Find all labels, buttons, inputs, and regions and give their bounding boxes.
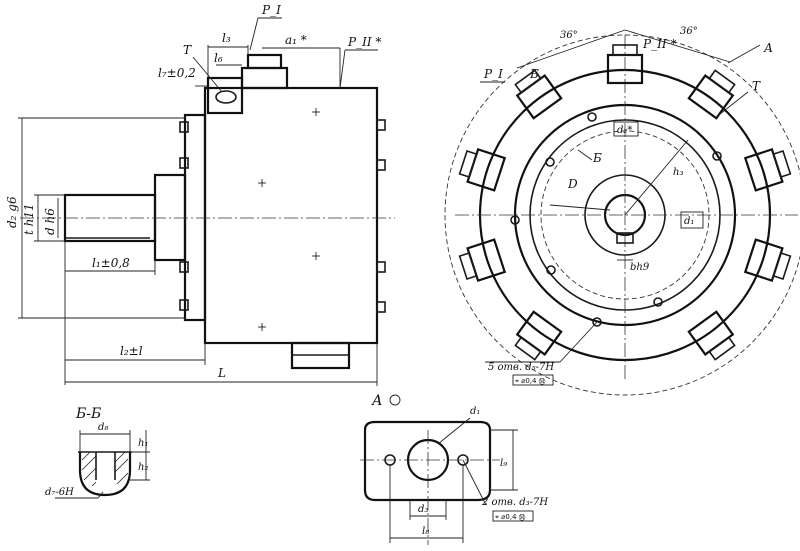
dim-d-h6: d h6 [43, 208, 57, 235]
rotation-symbol [389, 394, 401, 406]
top-connector [240, 66, 289, 90]
bolt-holes [510, 112, 722, 327]
label-B-section: Б [529, 67, 539, 81]
section-hatch [81, 451, 129, 487]
label-view-A: А [763, 41, 773, 55]
radial-connectors [458, 44, 792, 361]
label-T-side: T [183, 43, 192, 57]
dim-h1: h₁ [138, 438, 148, 449]
dim-l1: l₁±0,8 [92, 256, 130, 270]
dim-d1-front: d₁ [684, 216, 694, 227]
hub [153, 173, 187, 262]
dim-d8: d₈ [98, 422, 108, 433]
flange [183, 113, 207, 322]
view-a-title: А [371, 393, 383, 409]
note-2-holes: 2 отв. d₃-7H [481, 497, 548, 508]
label-PII-side: P_II * [347, 35, 381, 49]
front-view: 36° 36° P_II * P_I Б А T d₂* Б D h₃ d₁ b… [444, 26, 800, 396]
dim-bh9: bh9 [630, 262, 650, 273]
view-a: А d₁ l₉ 2 отв. d₃-7H ⌖ ⌀0,4 Ⓜ d₃ l₈ [360, 393, 548, 545]
tolerance-frame-viewA: ⌖ ⌀0,4 Ⓜ [495, 513, 526, 521]
flange-bolts [179, 121, 189, 311]
dim-l2: l₂±l [120, 344, 143, 358]
angle-36-right: 36° [680, 26, 698, 37]
construction-arc [444, 34, 800, 396]
housing-body [203, 86, 379, 345]
side-view: d₂ g6 t h11 d h6 l₁±0,8 l₂±l L l₃ l₆ l₇±… [5, 3, 395, 386]
dim-l9: l₉ [500, 458, 507, 469]
label-T-front: T [752, 79, 761, 93]
section-bb-outline [78, 452, 132, 497]
dim-l8: l₈ [422, 526, 429, 537]
dim-D: D [567, 177, 578, 191]
view-a-plate [363, 420, 492, 502]
center-marks [258, 108, 320, 331]
label-PI-front: P_I [483, 67, 503, 81]
label-PI-side: P_I [261, 3, 281, 17]
dim-l7: l₇±0,2 [158, 66, 196, 80]
dim-L: L [217, 366, 226, 380]
dim-l3: l₃ [222, 31, 231, 45]
tolerance-frame-front: ⌖ ⌀0,4 Ⓜ [515, 377, 546, 385]
dim-h2: h₂ [138, 462, 148, 473]
section-bb-title: Б-Б [75, 406, 101, 422]
dim-d7: d₇-6H [45, 487, 74, 498]
note-5-holes: 5 отв. d₅-7H [488, 362, 554, 373]
dim-h3: h₃ [673, 167, 683, 178]
dim-t-h11: t h11 [22, 203, 36, 235]
dim-d2-g6: d₂ g6 [5, 196, 19, 228]
dim-d3: d₃ [418, 504, 428, 515]
port-t [215, 90, 237, 104]
angle-36-left: 36° [560, 30, 578, 41]
section-bb: Б-Б d₈ h₁ h₂ d₇-6H [45, 406, 150, 499]
dim-a1: a₁ * [285, 33, 307, 47]
label-PII-front: P_II * [642, 37, 676, 51]
label-B-arrow: Б [592, 151, 602, 165]
dim-d2-star: d₂* [617, 125, 632, 136]
dim-l6: l₆ [214, 51, 223, 65]
dim-d1-viewA: d₁ [470, 406, 480, 417]
right-bolts [376, 119, 386, 313]
